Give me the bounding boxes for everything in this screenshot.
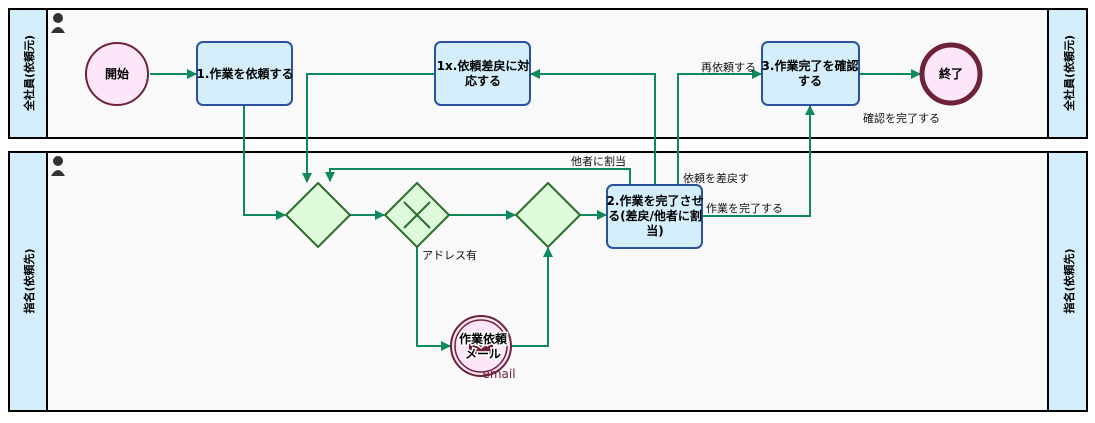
svg-text:メール: メール <box>465 347 501 361</box>
start-event[interactable]: 開始 <box>85 42 149 106</box>
svg-text:する: する <box>798 74 822 88</box>
edge-task2-complete[interactable] <box>702 105 815 217</box>
edge-label-re-request: 再依頼する <box>701 61 756 74</box>
edge-label-confirm-done: 確認を完了する <box>863 111 940 125</box>
edge-task1-gw1[interactable] <box>243 105 286 220</box>
pool-label-left: 全社員(依頼元) <box>22 35 36 112</box>
edge-label-complete-work: 作業を完了する <box>706 201 783 215</box>
mail-event-type: email <box>482 367 515 381</box>
edge-label-has-address: アドレス有 <box>422 248 477 262</box>
task-2-complete-work[interactable]: 2.作業を完了させ る(差戻/他者に割 当) <box>606 184 704 249</box>
svg-text:る(差戻/他者に割: る(差戻/他者に割 <box>608 208 702 223</box>
edge-task2-task1x[interactable] <box>530 69 656 185</box>
svg-text:開始: 開始 <box>105 66 129 81</box>
edge-task1x-gw1[interactable] <box>302 73 435 183</box>
user-icon <box>51 156 65 176</box>
edge-task2-gw1-loop[interactable] <box>325 168 631 185</box>
edge-gw2-mail[interactable] <box>416 247 451 351</box>
svg-text:1.作業を依頼する: 1.作業を依頼する <box>197 66 294 81</box>
svg-text:終了: 終了 <box>939 66 963 81</box>
end-event[interactable]: 終了 <box>919 42 983 106</box>
edge-label-send-back: 依頼を差戻す <box>683 171 749 185</box>
svg-text:作業依頼: 作業依頼 <box>459 331 508 346</box>
edge-mail-gw3[interactable] <box>511 247 553 347</box>
svg-text:2.作業を完了させ: 2.作業を完了させ <box>607 193 704 208</box>
user-icon <box>51 13 65 33</box>
svg-text:3.作業完了を確認: 3.作業完了を確認 <box>762 58 859 73</box>
svg-text:応する: 応する <box>465 73 501 88</box>
pool-label-right: 全社員(依頼元) <box>1062 35 1076 112</box>
svg-text:当): 当) <box>646 223 664 238</box>
envelope-icon <box>468 338 494 354</box>
mail-event[interactable]: 作業依頼 メール email <box>450 315 516 381</box>
task-1x-handle-sendback[interactable]: 1x.依頼差戻に対 応する <box>434 41 531 106</box>
svg-text:1x.依頼差戻に対: 1x.依頼差戻に対 <box>437 58 530 73</box>
gateway-merge[interactable] <box>284 181 352 249</box>
task-3-confirm-completion[interactable]: 3.作業完了を確認 する <box>761 41 860 106</box>
pool-label-right: 指名(依頼先) <box>1062 248 1076 313</box>
x-icon <box>403 201 431 229</box>
gateway-exclusive[interactable] <box>383 181 451 249</box>
pool-label-left: 指名(依頼先) <box>22 248 36 313</box>
task-1-request-work[interactable]: 1.作業を依頼する <box>196 41 294 106</box>
edge-label-other-assign: 他者に割当 <box>571 154 626 168</box>
edge-task2-task3[interactable] <box>677 69 762 185</box>
gateway-join[interactable] <box>514 181 582 249</box>
